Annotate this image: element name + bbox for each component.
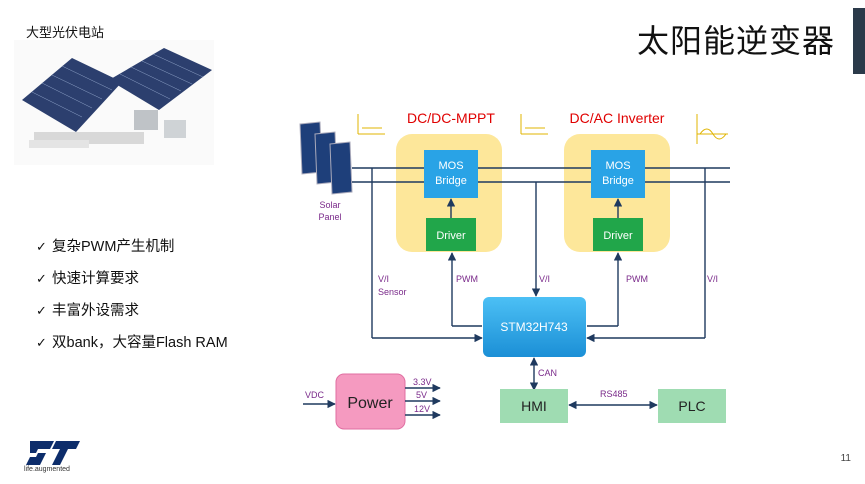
svg-text:VDC: VDC (305, 390, 325, 400)
tagline: life.augmented (24, 466, 70, 473)
title-accent-bar (853, 8, 865, 74)
svg-text:HMI: HMI (521, 398, 547, 414)
svg-text:Driver: Driver (436, 230, 466, 242)
svg-text:STM32H743: STM32H743 (500, 320, 568, 334)
hmi-block (500, 389, 568, 423)
svg-text:Driver: Driver (603, 230, 633, 242)
solar-station-image (14, 40, 214, 165)
list-item: ✓复杂PWM产生机制 (36, 239, 175, 255)
svg-text:PWM: PWM (456, 274, 478, 284)
svg-text:V/I: V/I (378, 274, 389, 284)
check-icon: ✓ (36, 335, 47, 350)
svg-text:3.3V: 3.3V (413, 377, 432, 387)
plc-block (658, 389, 726, 423)
svg-text:V/I: V/I (539, 274, 550, 284)
svg-text:Bridge: Bridge (602, 175, 634, 187)
list-item: ✓双bank，大容量Flash RAM (36, 335, 228, 351)
svg-text:PLC: PLC (678, 398, 705, 414)
svg-text:Power: Power (347, 395, 393, 412)
driver-2 (593, 218, 643, 251)
svg-text:RS485: RS485 (600, 389, 628, 399)
feature-list: ✓复杂PWM产生机制 ✓快速计算要求 ✓丰富外设需求 ✓双bank，大容量Fla… (36, 235, 228, 363)
svg-text:PWM: PWM (626, 274, 648, 284)
check-icon: ✓ (36, 303, 47, 318)
dcdc-label: DC/DC-MPPT (407, 110, 495, 126)
solar-panel-icon (299, 121, 353, 195)
svg-text:5V: 5V (416, 390, 427, 400)
mos-bridge-1 (424, 150, 478, 198)
solar-label-1: Solar (319, 200, 340, 210)
list-item: ✓快速计算要求 (36, 271, 139, 287)
svg-text:Sensor: Sensor (378, 287, 407, 297)
list-item: ✓丰富外设需求 (36, 303, 139, 319)
check-icon: ✓ (36, 271, 47, 286)
mcu-stm32h743 (483, 297, 586, 357)
svg-text:V/I: V/I (707, 274, 718, 284)
svg-text:MOS: MOS (605, 160, 630, 172)
svg-text:MOS: MOS (438, 160, 463, 172)
svg-text:CAN: CAN (538, 368, 557, 378)
station-label: 大型光伏电站 (26, 25, 105, 40)
driver-1 (426, 218, 476, 251)
page-title: 太阳能逆变器 (636, 23, 835, 59)
solar-label-2: Panel (318, 212, 341, 222)
page-number: 11 (840, 453, 851, 464)
dcac-label: DC/AC Inverter (570, 110, 665, 126)
check-icon: ✓ (36, 239, 47, 254)
svg-text:12V: 12V (414, 404, 430, 414)
svg-text:Bridge: Bridge (435, 175, 467, 187)
st-logo (26, 441, 80, 465)
dc-waveform-icon (357, 114, 548, 135)
mos-bridge-2 (591, 150, 645, 198)
ac-waveform-icon (696, 114, 728, 144)
